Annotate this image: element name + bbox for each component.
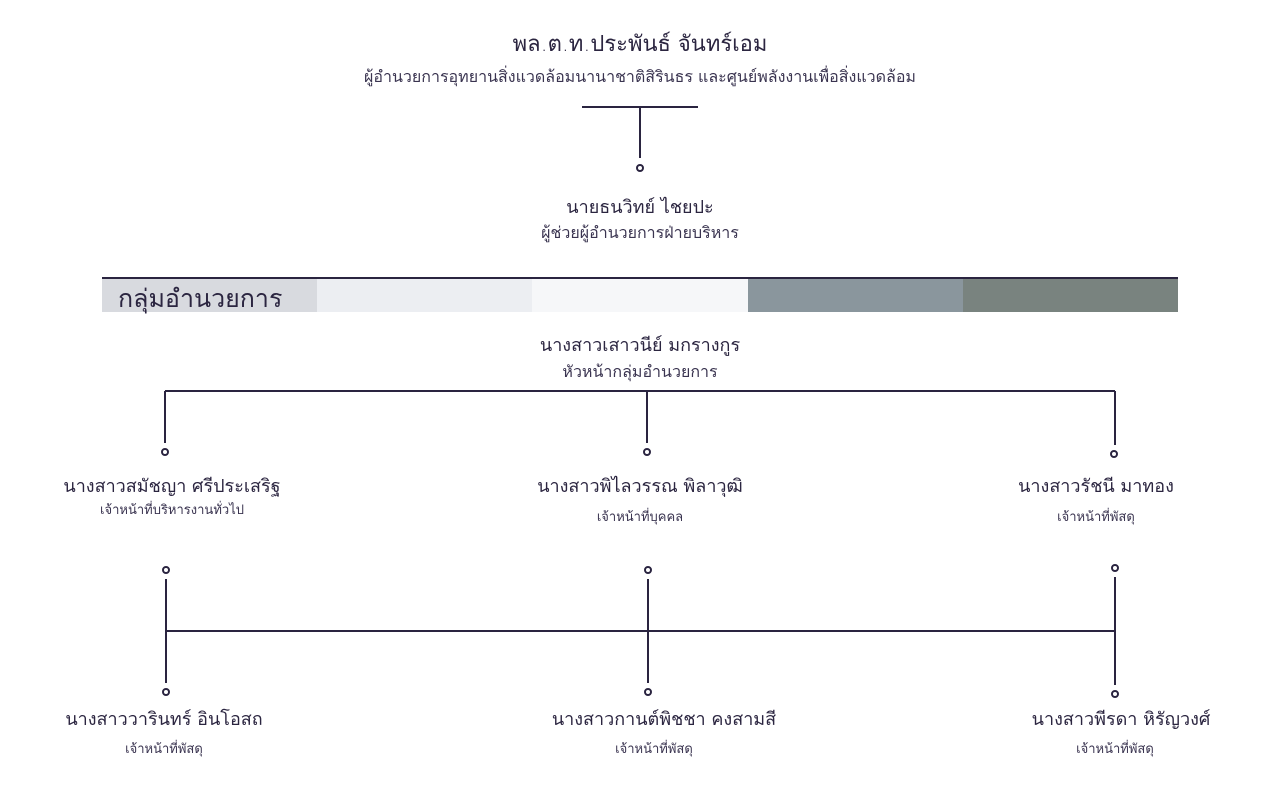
group-head-title: หัวหน้ากลุ่มอำนวยการ — [562, 362, 718, 381]
staff-name: นางสาวกานต์พิชชา คงสามสี — [551, 709, 777, 730]
staff3-node-dot — [1110, 450, 1118, 458]
staff6-top-dot — [1111, 564, 1119, 572]
staff-name: นางสาวพีรดา หิรัญวงศ์ — [1031, 709, 1211, 730]
staff2-node-dot — [643, 448, 651, 456]
group-head-name: นางสาวเสาวนีย์ มกรางกูร — [539, 335, 741, 356]
band-segment — [962, 279, 1179, 312]
staff-title: เจ้าหน้าที่พัสดุ — [125, 742, 203, 757]
band-segment — [532, 279, 748, 312]
band-segment — [317, 279, 533, 312]
staff-name: นางสาวพิไลวรรณ พิลาวุฒิ — [537, 476, 743, 497]
staff-title: เจ้าหน้าที่บริหารงานทั่วไป — [100, 503, 244, 518]
staff5-top-dot — [644, 566, 652, 574]
assistant-name: นายธนวิทย์ ไชยปะ — [566, 197, 714, 218]
staff-title: เจ้าหน้าที่พัสดุ — [615, 742, 693, 757]
director-name: พล.ต.ท.ประพันธ์ จันทร์เอม — [512, 32, 768, 57]
assistant-node-dot — [636, 164, 644, 172]
staff5-node-dot — [644, 688, 652, 696]
staff6-node-dot — [1111, 690, 1119, 698]
staff4-top-dot — [162, 566, 170, 574]
group-band — [102, 277, 1179, 312]
band-segment — [102, 279, 318, 312]
group-label: กลุ่มอำนวยการ — [118, 284, 283, 313]
staff1-node-dot — [161, 448, 169, 456]
director-title: ผู้อำนวยการอุทยานสิ่งแวดล้อมนานาชาติสิริ… — [364, 67, 916, 86]
staff-title: เจ้าหน้าที่บุคคล — [596, 510, 684, 525]
assistant-title: ผู้ช่วยผู้อำนวยการฝ่ายบริหาร — [541, 223, 739, 242]
staff-name: นางสาวรัชนี มาทอง — [1018, 476, 1174, 497]
staff-name: นางสาวสมัชญา ศรีประเสริฐ — [63, 476, 281, 497]
staff-name: นางสาววารินทร์ อินโอสถ — [65, 709, 263, 730]
staff-title: เจ้าหน้าที่พัสดุ — [1057, 510, 1135, 525]
band-segment — [747, 279, 963, 312]
staff-title: เจ้าหน้าที่พัสดุ — [1076, 742, 1154, 757]
staff4-node-dot — [162, 688, 170, 696]
